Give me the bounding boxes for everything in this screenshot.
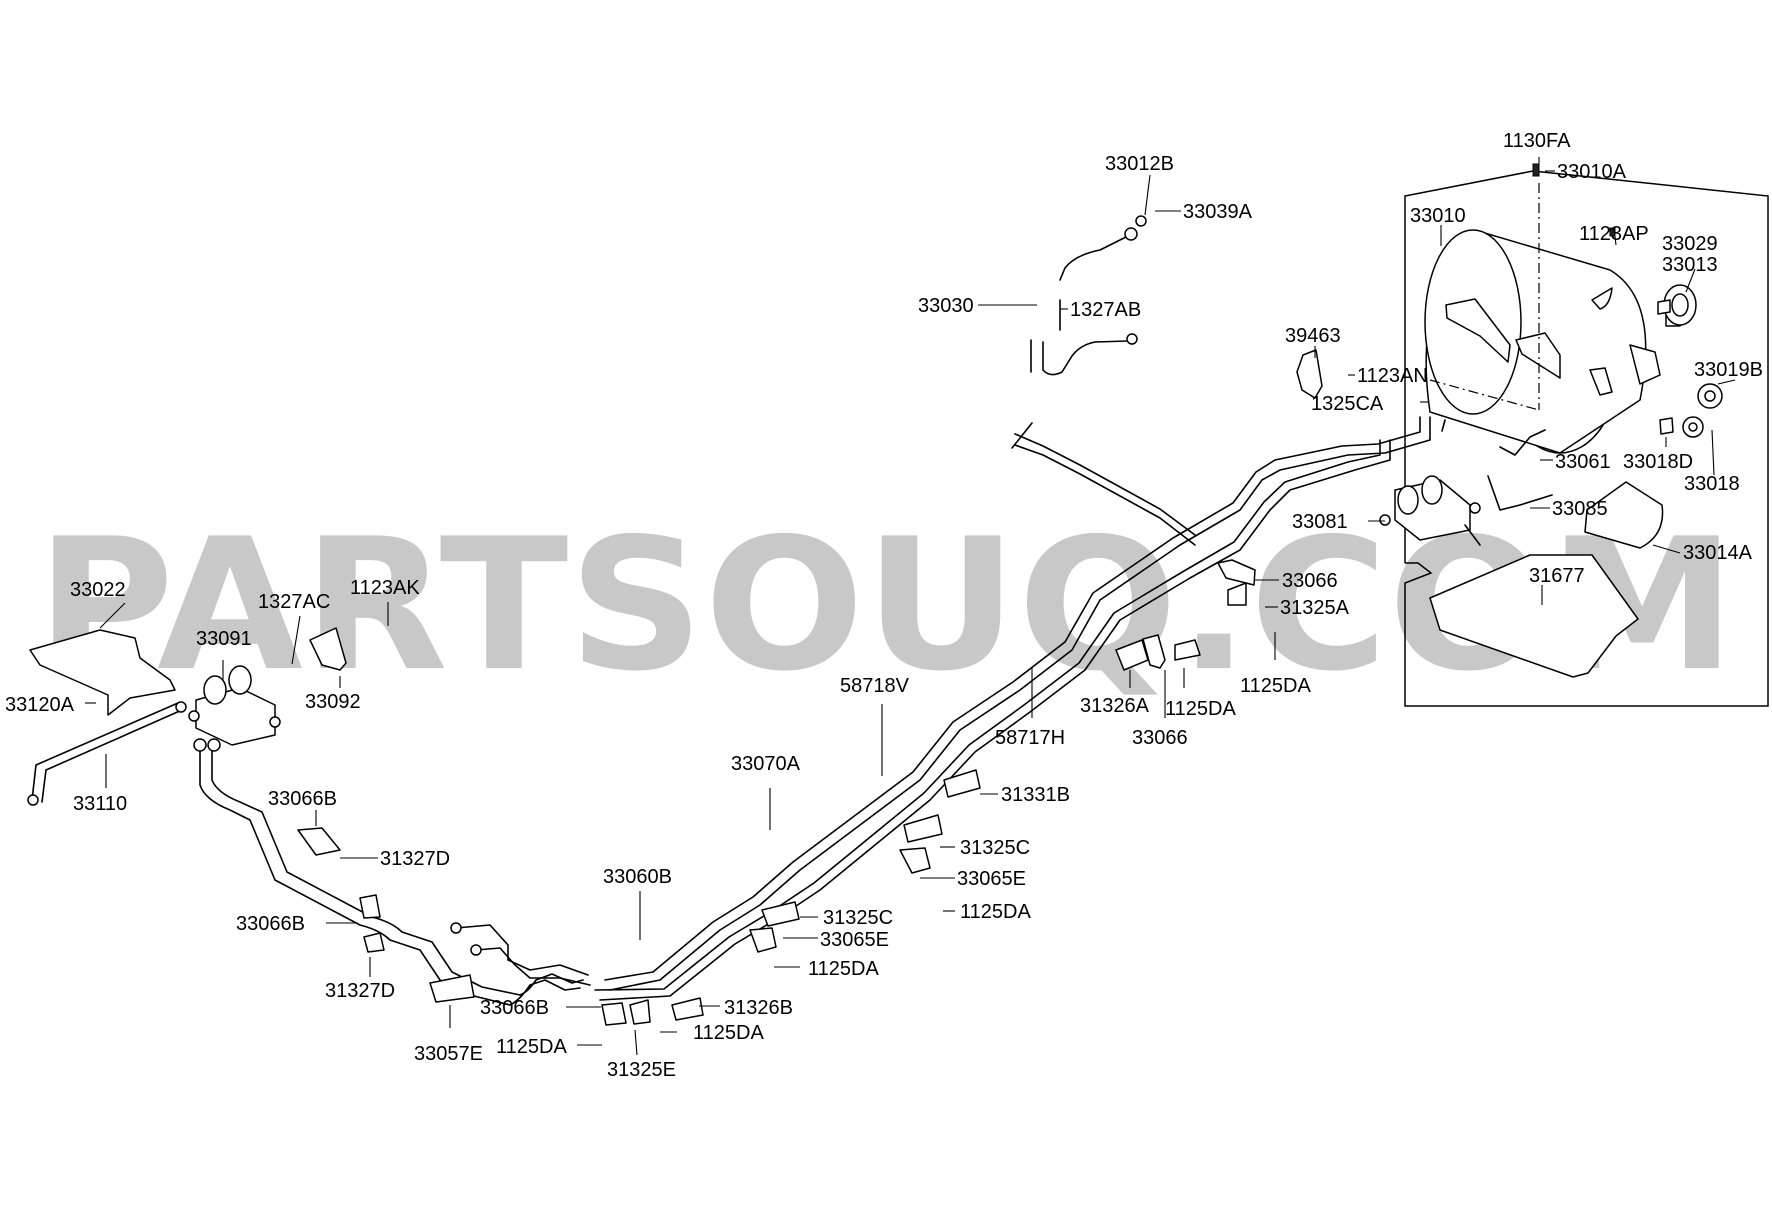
label-33019B: 33019B (1694, 359, 1763, 381)
label-33030: 33030 (918, 295, 974, 317)
label-33012B: 33012B (1105, 153, 1174, 175)
label-33018D: 33018D (1623, 451, 1693, 473)
label-1125DA-a: 1125DA (1240, 675, 1311, 697)
label-1123AK: 1123AK (350, 577, 420, 599)
label-33066-lower: 33066 (1132, 727, 1188, 749)
label-31325E: 31325E (607, 1059, 676, 1081)
air-tank (1424, 229, 1681, 454)
label-1125DA-e: 1125DA (693, 1022, 764, 1044)
tank-shield (1584, 481, 1664, 549)
label-31325A: 31325A (1280, 597, 1350, 619)
label-31325C-b: 31325C (823, 907, 893, 929)
label-33057E: 33057E (414, 1043, 483, 1065)
leader-lines (85, 157, 1736, 1056)
tank-fittings (1532, 163, 1723, 438)
label-33120A: 33120A (5, 694, 75, 716)
label-31326A: 31326A (1080, 695, 1150, 717)
bracket-33022 (29, 629, 176, 716)
label-33070A: 33070A (731, 753, 801, 775)
valve-33091 (188, 665, 281, 746)
label-1130FA: 1130FA (1503, 130, 1571, 152)
label-33066-upper: 33066 (1282, 570, 1338, 592)
label-33010A: 33010A (1557, 161, 1627, 183)
label-31325C-a: 31325C (960, 837, 1030, 859)
label-31327D-b: 31327D (325, 980, 395, 1002)
label-33018: 33018 (1684, 473, 1740, 495)
label-1123AP: 1123AP (1579, 223, 1649, 245)
label-33029: 33029 (1662, 233, 1718, 255)
bracket-33092 (309, 627, 347, 671)
label-33013: 33013 (1662, 254, 1718, 276)
label-31677: 31677 (1529, 565, 1585, 587)
label-33039A: 33039A (1183, 201, 1253, 223)
label-33014A: 33014A (1683, 542, 1753, 564)
label-33091: 33091 (196, 628, 252, 650)
label-33060B: 33060B (603, 866, 672, 888)
label-1327AC: 1327AC (258, 591, 330, 613)
label-33085: 33085 (1552, 498, 1608, 520)
clips (297, 559, 1256, 1026)
label-33061: 33061 (1555, 451, 1611, 473)
label-31331B: 31331B (1001, 784, 1070, 806)
label-33066B-c: 33066B (480, 997, 549, 1019)
label-1327AB: 1327AB (1070, 299, 1141, 321)
tank-centerline-2 (1429, 379, 1540, 411)
upper-hose-assembly (1030, 215, 1147, 376)
label-1125DA-d: 1125DA (808, 958, 879, 980)
tank-assembly-frame (1404, 170, 1769, 707)
label-1125DA-c: 1125DA (960, 901, 1031, 923)
label-33010: 33010 (1410, 205, 1466, 227)
label-33066B-b: 33066B (236, 913, 305, 935)
skid-plate (1429, 554, 1639, 678)
label-58717H: 58717H (995, 727, 1065, 749)
lower-left-pipes (193, 738, 591, 1006)
label-31326B: 31326B (724, 997, 793, 1019)
label-31327D-a: 31327D (380, 848, 450, 870)
label-33092: 33092 (305, 691, 361, 713)
label-58718V: 58718V (840, 675, 910, 697)
label-33110: 33110 (73, 793, 127, 815)
label-39463: 39463 (1285, 325, 1341, 347)
label-33065E-b: 33065E (820, 929, 889, 951)
label-33081: 33081 (1292, 511, 1348, 533)
label-1325CA: 1325CA (1311, 393, 1384, 415)
label-33065E-a: 33065E (957, 868, 1026, 890)
tank-hoses (1487, 429, 1553, 511)
label-33066B-a: 33066B (268, 788, 337, 810)
label-1123AN: 1123AN (1357, 365, 1428, 387)
valve-33081 (1379, 475, 1481, 546)
rod-33110 (27, 701, 187, 806)
label-1125DA-f: 1125DA (496, 1036, 567, 1058)
part-labels: 1130FA 33010A 33012B 33039A 33010 1123AP… (5, 130, 1763, 1081)
label-33022: 33022 (70, 579, 126, 601)
label-1125DA-b: 1125DA (1165, 698, 1236, 720)
bracket-39463 (1296, 349, 1323, 399)
